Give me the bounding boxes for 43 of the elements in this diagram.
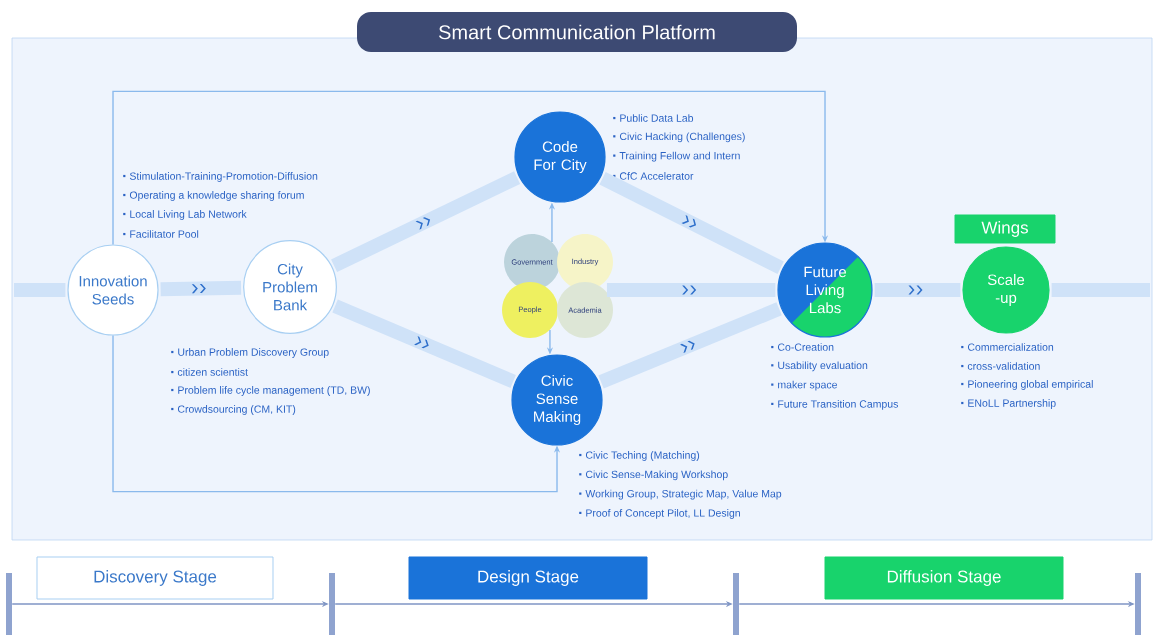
bullet-item: Co-Creation — [771, 343, 834, 351]
bullet-item: Local Living Lab Network — [123, 210, 247, 220]
bullet-item: ENoLL Partnership — [961, 399, 1056, 409]
bullet-item: Facilitator Pool — [123, 230, 199, 238]
bullet-item: Urban Problem Discovery Group — [171, 348, 329, 358]
flow-band — [160, 280, 242, 297]
bullet-item: Commercialization — [961, 343, 1054, 351]
timeline-marker — [6, 573, 12, 635]
bullet-item: Civic Hacking (Challenges) — [613, 132, 745, 143]
flow-band — [14, 283, 66, 297]
flow-band — [331, 171, 521, 273]
bullet-item: Problem life cycle management (TD, BW) — [171, 386, 370, 396]
bullet-item: Civic Teching (Matching) — [579, 451, 700, 461]
flow-band — [598, 302, 782, 389]
bullet-item: Working Group, Strategic Map, Value Map — [579, 489, 782, 500]
bullet-item: Usability evaluation — [771, 361, 868, 372]
bullet-item: Future Transition Campus — [771, 400, 898, 410]
timeline-marker — [1135, 573, 1141, 635]
arrow — [112, 90, 829, 246]
flow-band — [606, 283, 776, 298]
bullet-item: citizen scientist — [171, 368, 248, 376]
bullet-item: Operating a knowledge sharing forum — [123, 191, 304, 201]
bullet-item: Proof of Concept Pilot, LL Design — [579, 509, 740, 519]
bullet-item: Stimulation-Training-Promotion-Diffusion — [123, 172, 318, 182]
stage-label-box: Discovery Stage — [36, 556, 274, 600]
flow-band — [599, 172, 784, 274]
flow-band — [332, 299, 516, 388]
bullet-item: Public Data Lab — [613, 114, 694, 122]
flow-band — [874, 283, 961, 297]
bullet-item: Training Fellow and Intern — [613, 151, 740, 162]
timeline-marker — [733, 573, 739, 635]
bullet-item: cross-validation — [961, 362, 1040, 370]
stage-label-box: Wings — [954, 214, 1056, 244]
stage-label-box: Design Stage — [408, 556, 648, 600]
title-pill: Smart Communication Platform — [357, 12, 797, 52]
bullet-item: maker space — [771, 380, 837, 391]
flow-band — [1051, 283, 1150, 297]
bullet-item: Civic Sense-Making Workshop — [579, 470, 728, 481]
bullet-item: CfC Accelerator — [613, 172, 694, 180]
bullet-item: Crowdsourcing (CM, KIT) — [171, 405, 296, 415]
bullet-item: Pioneering global empirical — [961, 380, 1093, 390]
stage-label-box: Diffusion Stage — [824, 556, 1064, 600]
timeline-marker — [329, 573, 335, 635]
